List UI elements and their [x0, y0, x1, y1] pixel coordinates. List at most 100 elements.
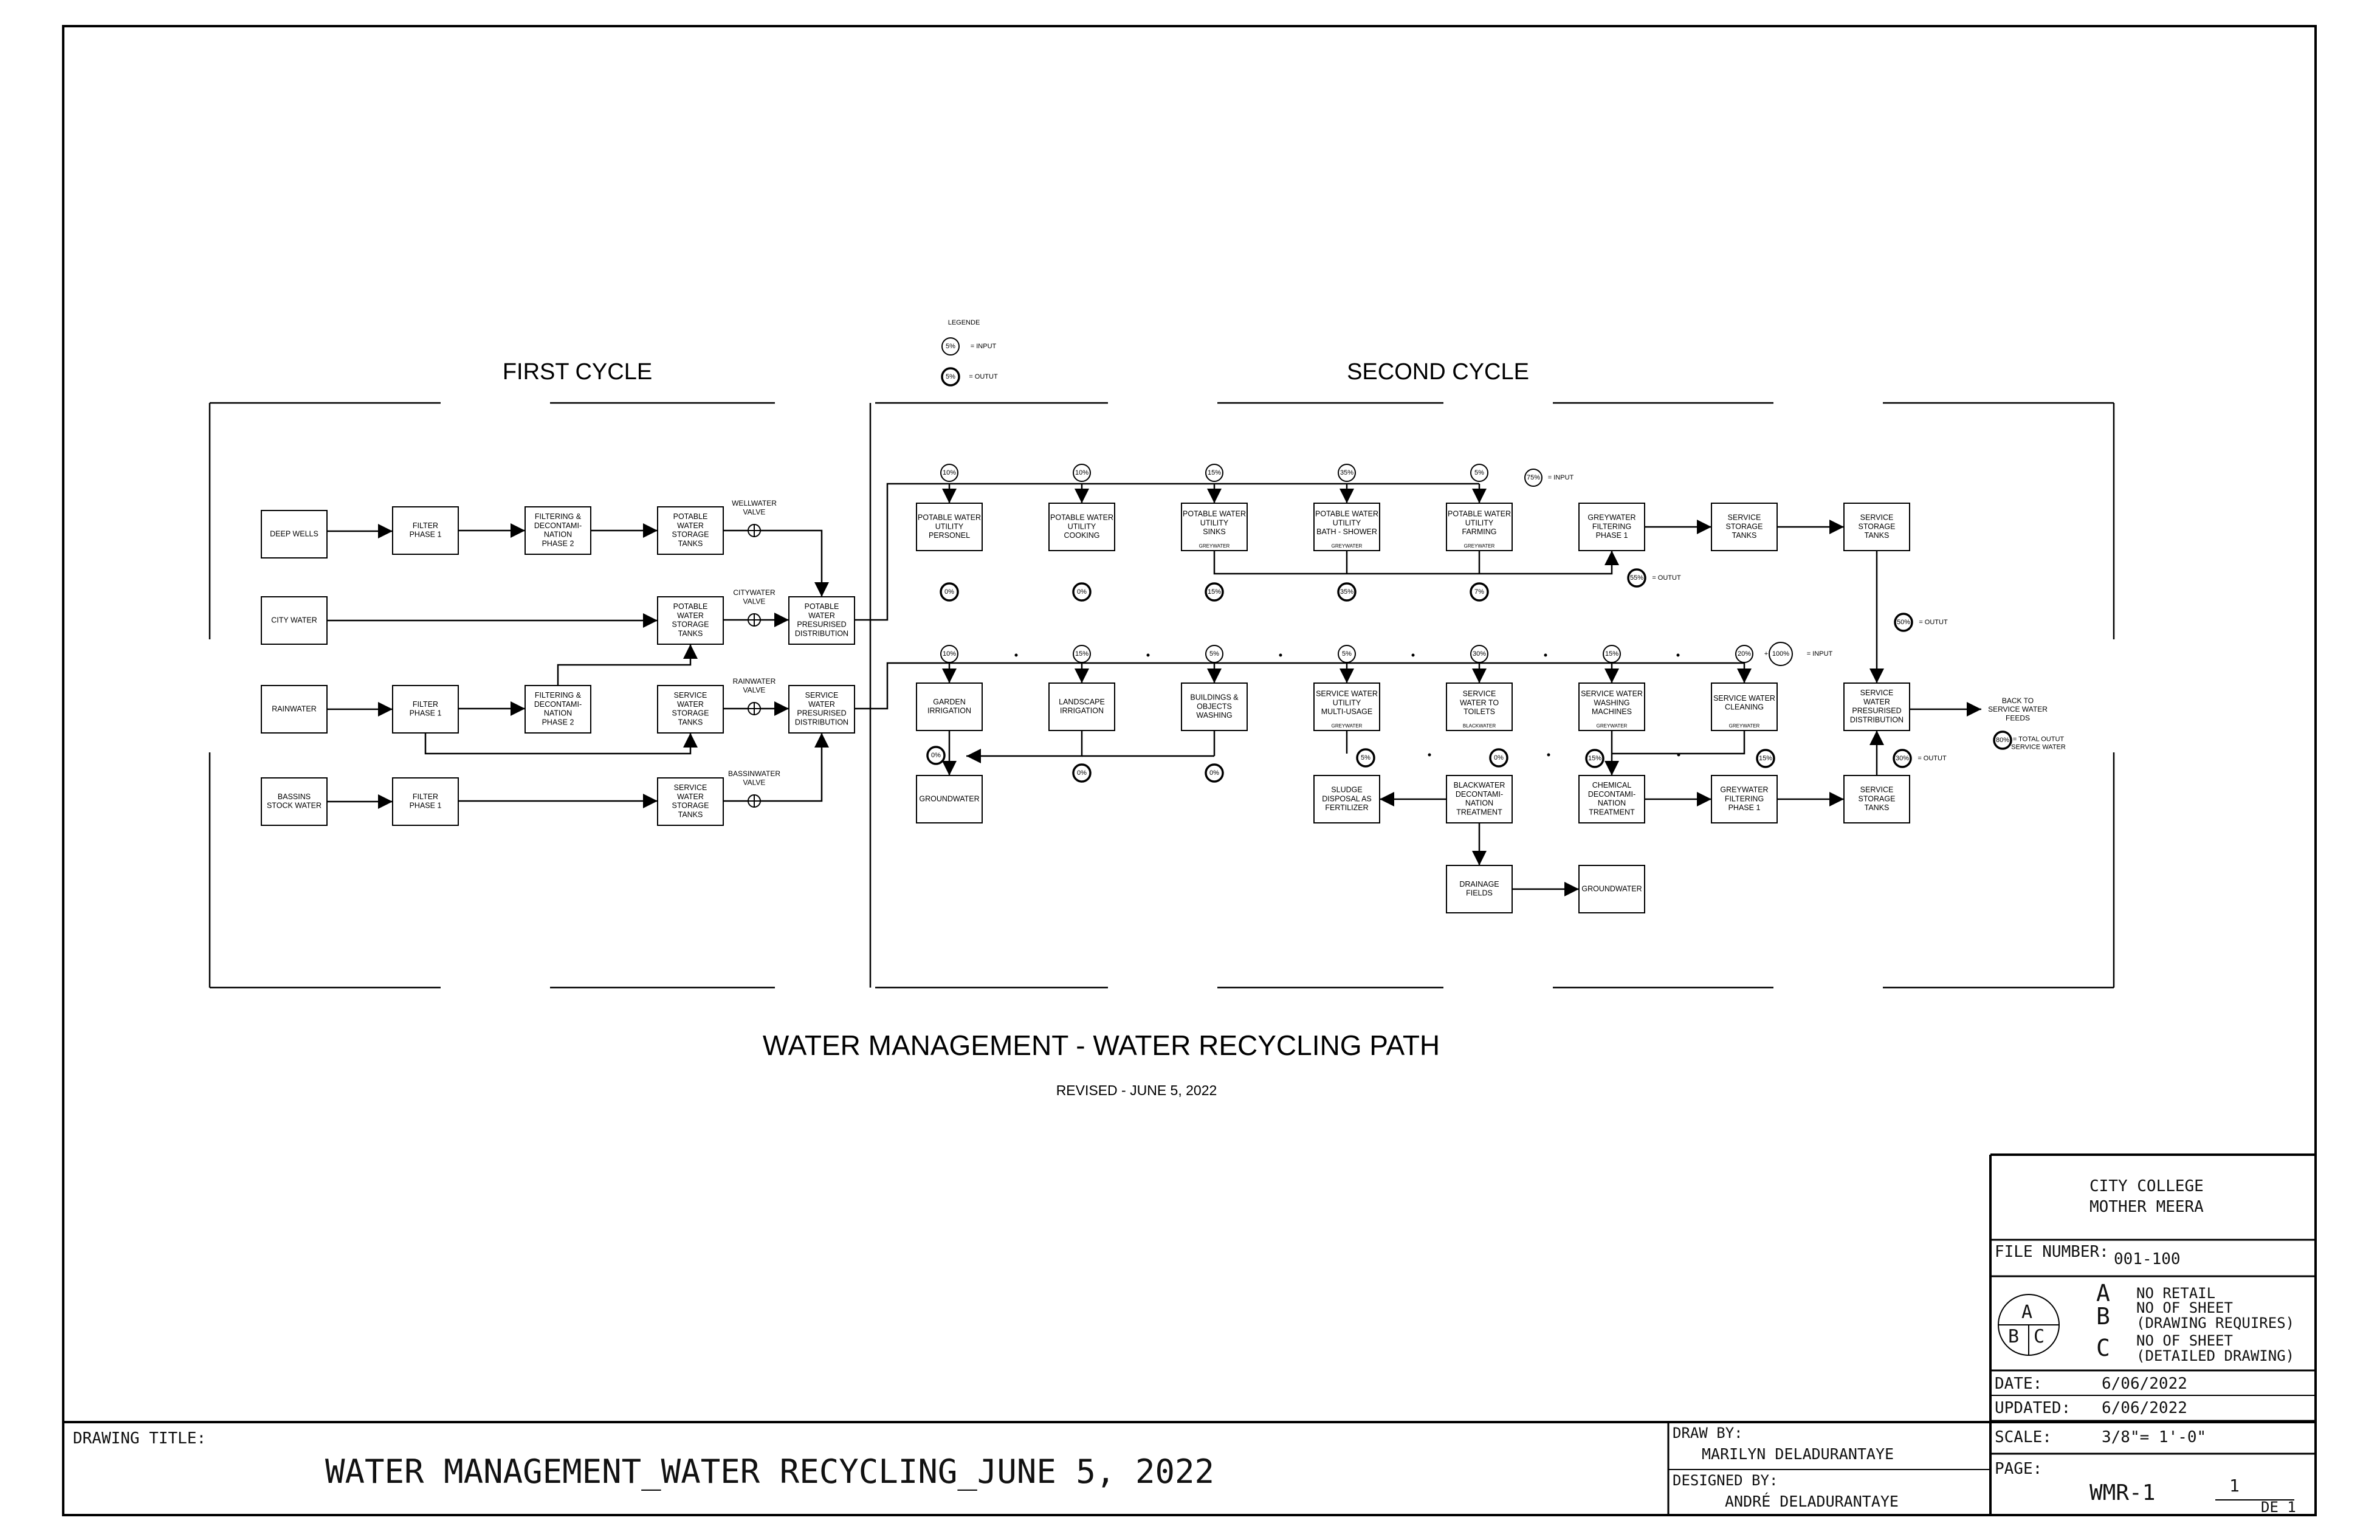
box-service-distribution-b	[1843, 682, 1910, 731]
separator-dot	[1279, 653, 1282, 657]
percent-value: 5%	[1361, 754, 1371, 761]
percent-value: 15%	[1208, 469, 1221, 476]
box-label: FILTERING	[1592, 522, 1631, 531]
output-note: = OUTUT	[1652, 574, 1681, 582]
box-label: FERTILIZER	[1325, 803, 1368, 812]
percent-value: 0%	[931, 752, 941, 759]
box-tag: GREYWATER	[1729, 723, 1760, 729]
percent-marker	[1489, 748, 1508, 768]
box-chemical-decont	[1578, 775, 1645, 823]
scale-value: 3/8"= 1'-0"	[2102, 1428, 2207, 1446]
box-tag: GREYWATER	[1332, 723, 1363, 729]
box-label: STOCK WATER	[267, 802, 322, 810]
box-label: FILTERING &	[535, 512, 582, 521]
box-label: UTILITY	[1068, 522, 1096, 531]
recycling-flow-diagram	[261, 337, 2012, 913]
box-label: FILTERING	[1725, 794, 1764, 803]
percent-value: 75%	[1527, 474, 1540, 481]
box-label: LANDSCAPE	[1059, 698, 1105, 706]
percent-marker	[1073, 464, 1091, 482]
box-label: SERVICE	[674, 783, 707, 792]
box-label: NATION	[1598, 799, 1626, 808]
date-value: 6/06/2022	[2102, 1375, 2187, 1393]
date-label: DATE:	[1995, 1375, 2043, 1393]
box-label: SERVICE WATER	[1581, 690, 1643, 698]
box-util-cooking	[1048, 503, 1115, 551]
box-label: GROUNDWATER	[919, 794, 979, 803]
page-number: 1	[2229, 1476, 2240, 1496]
valve-label: VALVE	[743, 778, 766, 786]
rev-b-text: NO OF SHEET (DRAWING REQUIRES)	[2136, 1299, 2295, 1332]
box-label: DISTRIBUTION	[795, 629, 848, 638]
box-label: BATH - SHOWER	[1316, 528, 1377, 536]
box-potable-storage-a	[657, 506, 724, 555]
box-label: FILTER	[413, 521, 438, 530]
box-label: TANKS	[1865, 531, 1890, 540]
drawing-title-label: DRAWING TITLE:	[73, 1429, 207, 1448]
percent-marker	[1072, 763, 1092, 783]
valve-label: CITYWATER	[733, 588, 776, 597]
box-blackwater-decont	[1446, 775, 1513, 823]
box-label: IRRIGATION	[1060, 707, 1104, 715]
flow-line	[557, 644, 698, 686]
box-label: FILTER	[413, 700, 438, 709]
percent-value: 15%	[1208, 588, 1221, 596]
percent-marker	[1072, 582, 1092, 602]
percent-marker	[1338, 645, 1356, 663]
box-label: STORAGE	[672, 531, 709, 539]
percent-value: 15%	[1759, 755, 1772, 762]
box-groundwater-b	[1578, 865, 1645, 913]
box-label: PHASE 1	[1728, 803, 1761, 812]
page-of: DE 1	[2261, 1499, 2296, 1516]
updated-value: 6/06/2022	[2102, 1399, 2187, 1417]
output-note: = OUTUT	[1917, 755, 1947, 762]
box-tag: GREYWATER	[1597, 723, 1628, 729]
box-service-distribution-a	[788, 685, 855, 734]
page-label: PAGE:	[1995, 1460, 2043, 1478]
percent-value: 10%	[1075, 469, 1089, 476]
box-label: PHASE 1	[1596, 531, 1628, 540]
circle-letter-b: B	[2008, 1326, 2020, 1347]
draw-by: MARILYN DELADURANTAYE	[1702, 1445, 1894, 1463]
box-label: CLEANING	[1725, 703, 1764, 712]
flow-line	[1612, 730, 1745, 755]
percent-marker	[1769, 642, 1793, 666]
box-label: DECONTAMI-	[534, 521, 582, 530]
box-label: SERVICE WATER	[1316, 690, 1378, 698]
box-label: UTILITY	[1465, 518, 1494, 527]
box-service-multi	[1313, 682, 1380, 731]
percent-marker	[926, 746, 946, 765]
box-rainwater	[261, 685, 328, 734]
box-label: SERVICE WATER	[1713, 694, 1775, 703]
scale-label: SCALE:	[1995, 1428, 2052, 1446]
box-label: WATER	[677, 700, 704, 709]
box-label: UTILITY	[1333, 518, 1361, 527]
percent-value: 0%	[1077, 769, 1087, 777]
percent-marker	[1603, 645, 1621, 663]
title-block-grid	[1989, 1153, 2316, 1515]
percent-value: 30%	[1896, 755, 1909, 762]
box-label: FILTER	[413, 792, 438, 801]
percent-marker	[1205, 763, 1224, 783]
flow-line	[760, 529, 829, 597]
box-label: PHASE 2	[542, 539, 574, 548]
box-tag: GREYWATER	[1332, 543, 1363, 549]
revision-date: REVISED - JUNE 5, 2022	[1056, 1082, 1217, 1098]
box-label: DECONTAMI-	[534, 700, 582, 709]
box-label: CITY WATER	[271, 616, 317, 624]
percent-marker	[1470, 582, 1489, 602]
percent-value: 15%	[1605, 650, 1618, 658]
percent-marker	[1585, 749, 1604, 768]
box-filtering-decont-b	[524, 685, 591, 734]
box-label: BLACKWATER	[1454, 781, 1505, 789]
box-label: UTILITY	[935, 522, 964, 531]
box-util-bath	[1313, 503, 1380, 551]
box-label: PRESURISED	[797, 709, 846, 718]
separator-dot	[1677, 753, 1680, 757]
box-label: POTABLE	[673, 512, 708, 521]
rev-c-text: NO OF SHEET (DETAILED DRAWING)	[2136, 1332, 2295, 1364]
percent-value: 5%	[1474, 469, 1484, 476]
box-bassins	[261, 777, 328, 826]
box-label: DECONTAMI-	[1456, 790, 1503, 799]
box-label: WATER	[677, 611, 704, 620]
